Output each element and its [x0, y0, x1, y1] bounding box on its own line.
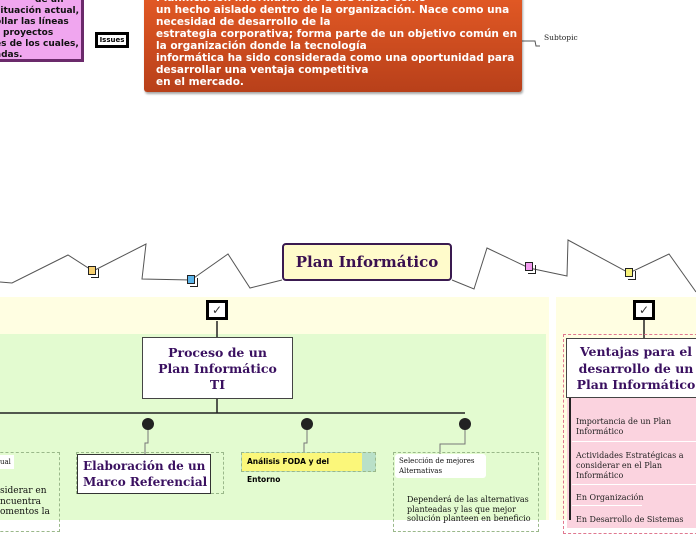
item-line: Importancia de un Plan [576, 417, 672, 426]
ventajas-topic[interactable]: Ventajas para el desarrollo de un Plan I… [566, 338, 696, 398]
item-line: Informático [576, 471, 624, 480]
item-line: Informático [576, 427, 624, 436]
topic-line: Plan Informático [158, 361, 277, 376]
topic-line: Alternativas [399, 466, 443, 475]
collapse-toggle[interactable] [459, 418, 471, 430]
ventajas-spine [569, 398, 571, 520]
pink-note-line: ollar las líneas [0, 17, 69, 27]
partial-child-label[interactable]: ual [0, 455, 14, 469]
orange-note-line: informática ha sido considerada como una… [156, 52, 515, 64]
task-checkbox[interactable]: ✓ [633, 300, 655, 320]
orange-note-line: Planificación informática no debe nacer … [156, 0, 510, 4]
partial-child-body: siderar en ncuentra omentos la [0, 486, 50, 518]
body-line: omentos la [0, 507, 50, 517]
topic-line: desarrollo de un [578, 360, 694, 376]
body-line: siderar en [0, 486, 47, 496]
ventajas-item[interactable]: Importancia de un Plan Informático [576, 417, 671, 437]
orange-note-card[interactable]: Planificación informática no debe nacer … [144, 0, 522, 92]
note-icon[interactable] [88, 266, 99, 278]
item-line: En Organización [576, 493, 644, 502]
foda-topic[interactable]: Análisis FODA y del Entorno [242, 453, 362, 484]
topic-line: Proceso de un [168, 345, 267, 360]
central-topic[interactable]: Plan Informático [282, 243, 452, 281]
issues-tag[interactable]: Issues [95, 32, 129, 48]
orange-note-line: desarrollar una ventaja competitiva [156, 64, 369, 76]
body-line: solución planteen en beneficio [407, 514, 531, 523]
orange-note-line: necesidad de desarrollo de la [156, 16, 331, 28]
pink-note-line: és de los cuales, [0, 39, 79, 49]
pink-note-line: proyectos [3, 28, 54, 38]
item-line: Actividades Estratégicas a [576, 451, 684, 460]
body-line: ncuentra [0, 496, 42, 507]
marco-referencial-topic[interactable]: Elaboración de un Marco Referencial [77, 454, 211, 494]
orange-note-line: la organización donde la tecnología [156, 40, 367, 52]
collapse-toggle[interactable] [301, 418, 313, 430]
orange-note-line: estrategia corporativa; forma parte de u… [156, 28, 518, 40]
pink-note-line: adas. [0, 50, 23, 60]
topic-line: TI [209, 377, 226, 392]
subtopic-node[interactable]: Subtopic [544, 33, 578, 42]
item-line: En Desarrollo de Sistemas [576, 515, 684, 524]
note-icon[interactable] [625, 268, 636, 280]
body-line: Dependerá de las alternativas [407, 495, 529, 504]
proceso-plan-topic[interactable]: Proceso de un Plan Informático TI [142, 337, 293, 399]
branch-lines [0, 320, 645, 455]
pink-note-card[interactable]: de un situación actual, ollar las líneas… [0, 0, 82, 60]
item-line: considerar en el Plan [576, 461, 663, 470]
orange-note-line: un hecho aislado dentro de la organizaci… [156, 4, 510, 16]
topic-line: Plan Informático [576, 377, 696, 392]
item-separator [572, 484, 696, 485]
ventajas-item[interactable]: Actividades Estratégicas a considerar en… [576, 451, 684, 481]
collapse-toggle[interactable] [142, 418, 154, 430]
orange-note-line: en el mercado. [156, 76, 244, 88]
task-checkbox[interactable]: ✓ [206, 300, 228, 320]
ventajas-items-zone [567, 398, 696, 528]
topic-line: Ventajas para el [579, 344, 693, 359]
note-icon[interactable] [187, 275, 198, 287]
topic-line: Selección de mejores [399, 457, 475, 465]
topic-line: Marco Referencial [83, 475, 208, 489]
seleccion-body: Dependerá de las alternativas planteadas… [407, 495, 531, 524]
seleccion-topic[interactable]: Selección de mejores Alternativas [395, 454, 486, 478]
note-icon[interactable] [525, 262, 536, 274]
ventajas-item[interactable]: En Desarrollo de Sistemas [576, 515, 683, 525]
topic-line: Elaboración de un [83, 459, 206, 473]
pink-note-line: de un [35, 0, 64, 5]
body-line: planteadas y las que mejor [407, 504, 516, 514]
ventajas-item[interactable]: En Organización [576, 493, 644, 503]
item-separator [572, 441, 696, 442]
item-separator [572, 505, 642, 506]
pink-note-line: situación actual, [0, 6, 80, 16]
